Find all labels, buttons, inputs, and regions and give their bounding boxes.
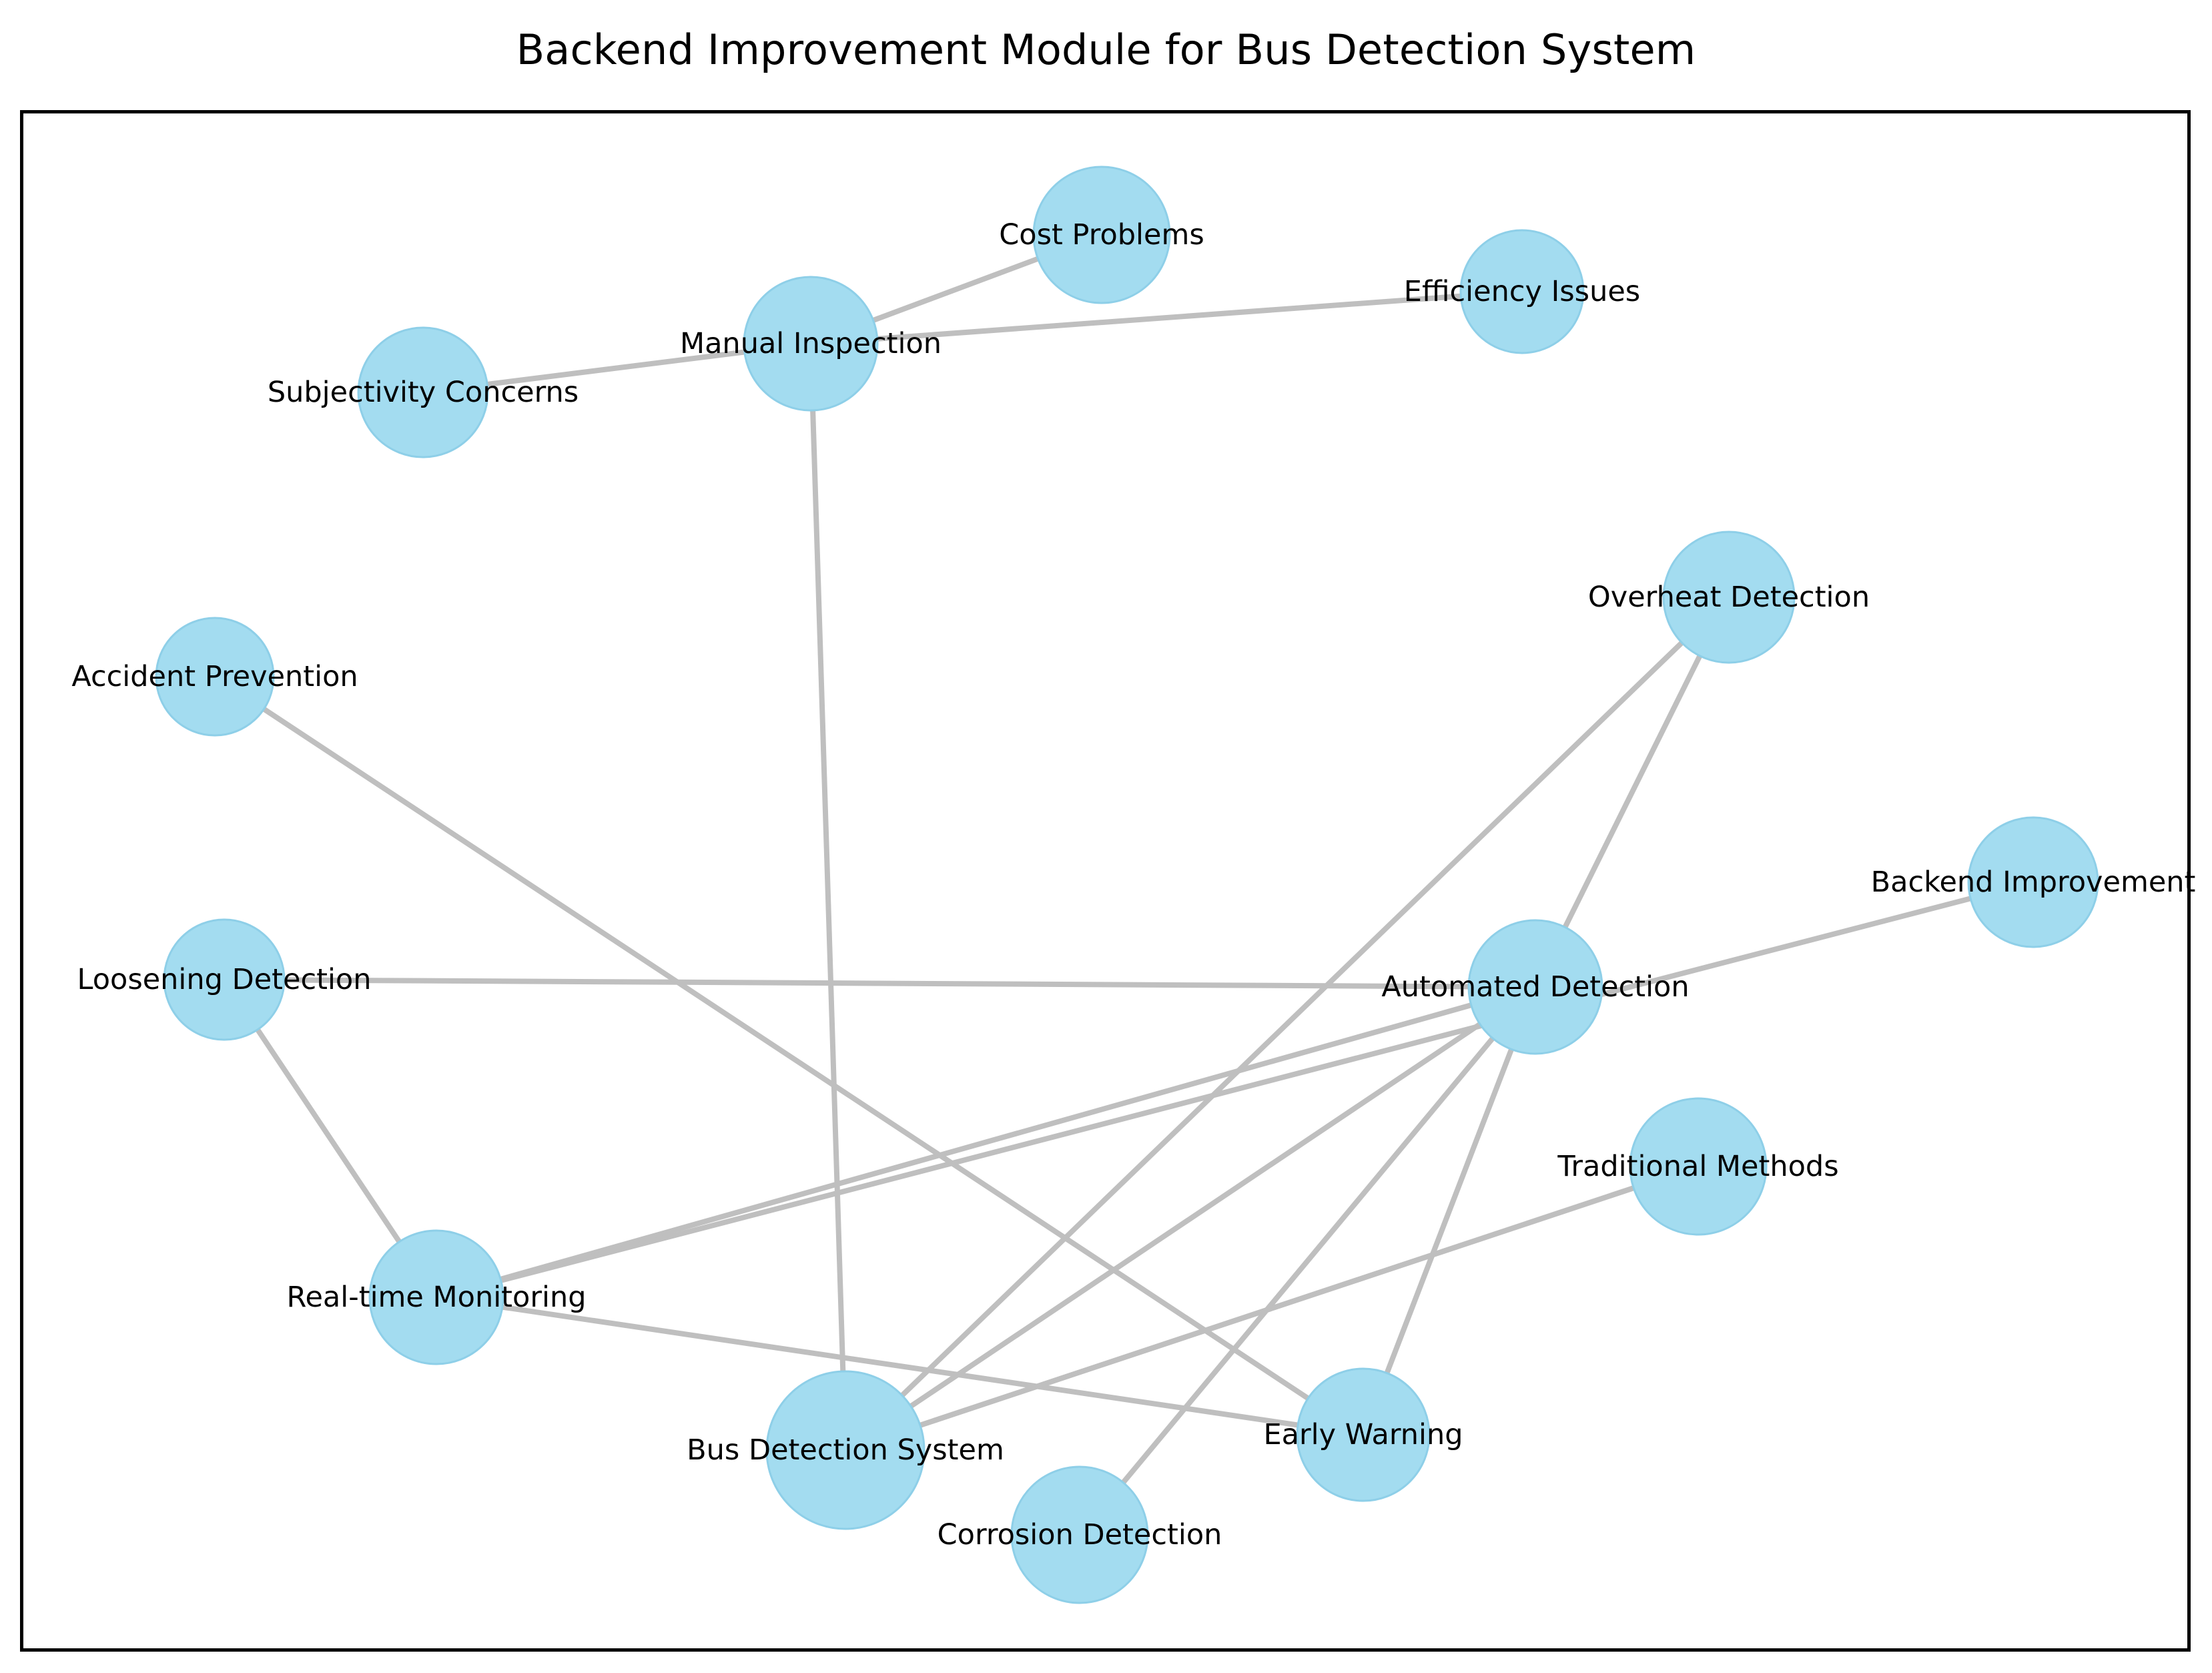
- node-hit-early_warning[interactable]: [1297, 1369, 1429, 1501]
- node-hit-bus_detection[interactable]: [767, 1371, 924, 1529]
- node-hit-overheat_detection[interactable]: [1664, 532, 1794, 663]
- node-hit-accident_prevention[interactable]: [156, 618, 274, 735]
- node-hit-traditional_methods[interactable]: [1630, 1098, 1766, 1235]
- node-hit-automated_detection[interactable]: [1469, 920, 1602, 1054]
- node-hit-efficiency_issues[interactable]: [1461, 230, 1583, 353]
- node-hit-manual_inspection[interactable]: [744, 277, 877, 410]
- node-hit-loosening_detection[interactable]: [164, 920, 284, 1040]
- node-hit-cost_problems[interactable]: [1034, 167, 1170, 303]
- plot-frame: [20, 110, 2191, 1652]
- node-hit-corrosion_detection[interactable]: [1012, 1467, 1148, 1603]
- page-title: Backend Improvement Module for Bus Detec…: [516, 25, 1696, 74]
- node-hit-backend_improvement[interactable]: [1968, 817, 2098, 947]
- node-hit-realtime_monitoring[interactable]: [370, 1231, 503, 1364]
- node-hit-subjectivity[interactable]: [358, 328, 488, 457]
